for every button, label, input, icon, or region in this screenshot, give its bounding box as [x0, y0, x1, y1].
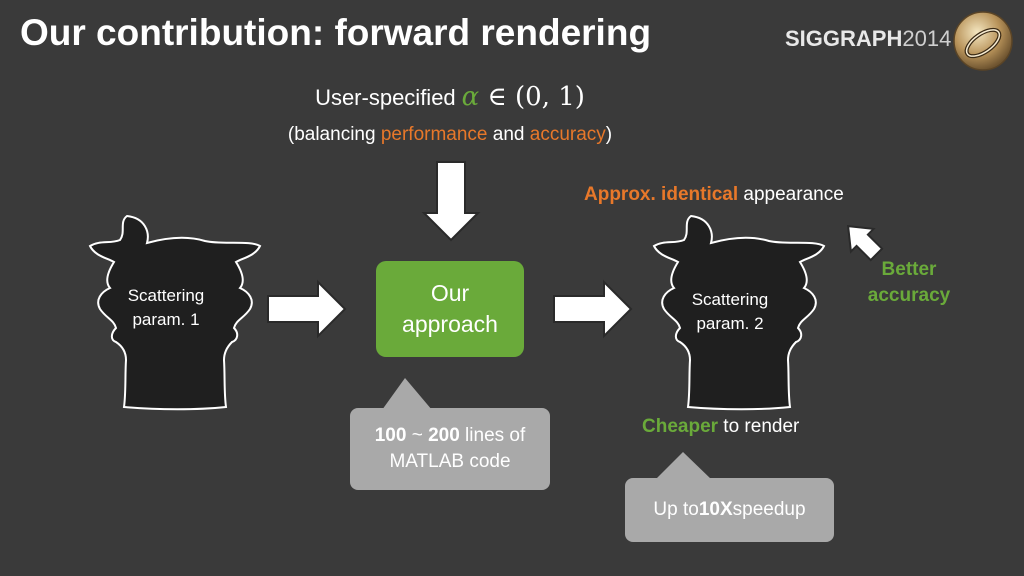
up-left-arrow-icon	[846, 224, 884, 262]
alpha-range: ∈ (0, 1)	[487, 82, 585, 112]
speedup-rest: speedup	[732, 499, 806, 520]
cheaper-note: Cheaper to render	[642, 416, 799, 438]
speedup-prefix: Up to	[653, 499, 699, 520]
cheaper-rest: to render	[718, 416, 800, 437]
alpha-symbol: α	[461, 82, 480, 112]
speedup-bold: 10X	[698, 499, 733, 520]
down-arrow-icon	[421, 161, 481, 242]
siggraph-logo-text: SIGGRAPH2014	[785, 26, 951, 52]
logo-brand: SIGGRAPH	[785, 26, 903, 51]
callout-pointer-1	[382, 378, 432, 410]
user-specified-label: User-specified	[315, 85, 456, 110]
approach-line1: Our	[430, 280, 470, 306]
speedup-callout: Up to 10X speedup	[625, 478, 834, 542]
better-line2: accuracy	[867, 285, 951, 306]
code-callout-line2: MATLAB code	[389, 451, 511, 472]
source-line1: Scattering	[127, 286, 205, 305]
appearance-bold: Approx. identical	[584, 184, 739, 205]
code-num2: 200	[428, 425, 460, 446]
source-line2: param. 1	[132, 310, 200, 329]
target-line2: param. 2	[696, 314, 764, 333]
source-param-label: Scattering param. 1	[110, 284, 222, 332]
code-callout-line1: 100 ~ 200 lines of	[350, 423, 550, 449]
balancing-open: (balancing	[287, 124, 381, 145]
performance-label: performance	[380, 124, 488, 145]
right-arrow-icon-1	[267, 279, 347, 339]
code-lines-callout: 100 ~ 200 lines of MATLAB code	[350, 408, 550, 490]
better-accuracy-label: Better accuracy	[850, 257, 968, 309]
capital-shape-1	[88, 214, 262, 411]
slide-title: Our contribution: forward rendering	[20, 12, 652, 53]
right-arrow-icon-2	[553, 279, 633, 339]
capital-shape-2	[652, 214, 826, 411]
balancing-close: )	[605, 124, 613, 145]
appearance-rest: appearance	[738, 184, 844, 205]
alpha-formula: α ∈ (0, 1)	[462, 82, 585, 112]
accuracy-label: accuracy	[529, 124, 606, 145]
and-label: and	[487, 124, 530, 145]
logo-year: 2014	[902, 26, 952, 51]
approach-line2: approach	[402, 311, 498, 337]
code-rest1: lines of	[459, 425, 526, 446]
code-num1: 100	[374, 425, 407, 446]
target-line1: Scattering	[691, 290, 769, 309]
code-tilde: ~	[406, 425, 429, 446]
better-line1: Better	[881, 259, 937, 280]
target-param-label: Scattering param. 2	[674, 288, 786, 336]
cheaper-bold: Cheaper	[642, 416, 719, 437]
balancing-note: (balancing performance and accuracy)	[0, 124, 900, 146]
our-approach-box: Our approach	[376, 261, 524, 357]
appearance-note: Approx. identical appearance	[584, 184, 844, 206]
siggraph-emblem-icon	[953, 11, 1013, 71]
callout-pointer-2	[655, 452, 712, 480]
